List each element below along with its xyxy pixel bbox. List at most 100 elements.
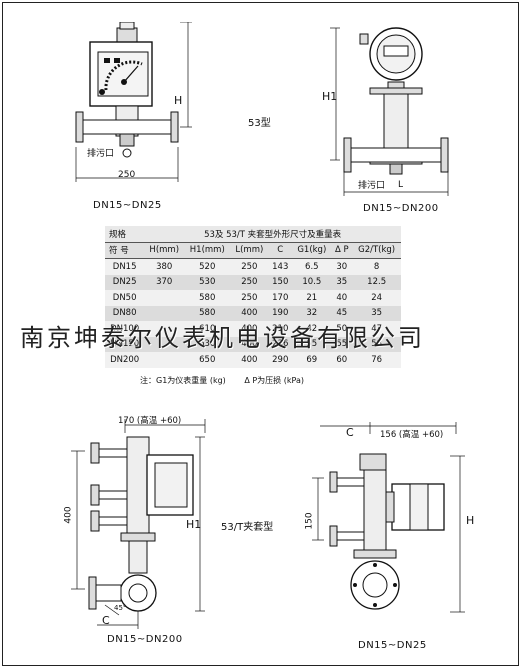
top-left-drawing (75, 22, 192, 182)
table-cell: 190 (268, 305, 293, 321)
caption-bottom-left: DN15~DN200 (107, 634, 183, 645)
table-cell: 69 (292, 352, 332, 368)
table-cell: 10.5 (292, 274, 332, 290)
table-cell: 6.5 (292, 258, 332, 275)
table-cell: 35 (352, 305, 401, 321)
note-weight: 注：G1为仪表重量 (kg) (140, 376, 226, 385)
model-label-53t: 53/T夹套型 (221, 522, 274, 533)
dim-c-right-label: C (346, 426, 354, 439)
table-cell: 8 (352, 258, 401, 275)
drain-label-right: 排污口 (358, 181, 386, 191)
bottom-right-drawing (312, 422, 465, 613)
table-header: 符 号 (105, 242, 145, 259)
table-cell: 520 (184, 258, 231, 275)
table-title-row: 规格 53及 53/T 夹套型外形尺寸及重量表 (105, 226, 401, 243)
dim-top-left-label: 170 (高温 +60) (118, 416, 182, 426)
table-cell: 150 (268, 274, 293, 290)
table-header: Δ P (331, 242, 353, 259)
dim-c-label: C (102, 614, 110, 627)
dim-l-label: L (398, 180, 404, 190)
dim-h1-bottom-label: H1 (186, 518, 202, 531)
table-cell: 380 (144, 258, 185, 275)
caption-top-left: DN15~DN25 (93, 200, 162, 211)
dim-45-label: 45° (114, 604, 127, 612)
dim-400-label: 400 (63, 506, 74, 524)
dim-h1-label: H1 (322, 90, 338, 103)
table-header: H1(mm) (184, 242, 231, 259)
table-header: G2/T(kg) (352, 242, 401, 259)
drain-label: 排污口 (87, 149, 115, 159)
table-row-spec: DN80 (105, 305, 145, 321)
table-cell: 76 (352, 352, 401, 368)
table-cell: 580 (184, 305, 231, 321)
spec-table: 规格 53及 53/T 夹套型外形尺寸及重量表 符 号 H(mm) H1(mm)… (105, 226, 401, 368)
caption-top-right: DN15~DN200 (363, 203, 439, 214)
table-cell: 21 (292, 290, 332, 306)
dim-width-label: 250 (118, 170, 136, 180)
table-cell (144, 352, 185, 368)
company-watermark: 南京坤泰尔仪表机电设备有限公司 (20, 324, 425, 352)
table-cell: 55 (331, 336, 353, 352)
table-header: G1(kg) (292, 242, 332, 259)
table-cell: 250 (230, 290, 269, 306)
table-cell (144, 321, 185, 337)
table-cell: 45 (331, 305, 353, 321)
note-pressure: Δ P为压损 (kPa) (244, 376, 304, 385)
table-cell: 60 (331, 352, 353, 368)
table-cell: 24 (352, 290, 401, 306)
table-cell: 47 (352, 321, 401, 337)
table-cell (144, 305, 185, 321)
dim-top-right-label: 156 (高温 +60) (380, 430, 444, 440)
table-cell: 630 (184, 336, 231, 352)
table-cell: 50 (331, 321, 353, 337)
table-header: L(mm) (230, 242, 269, 259)
table-cell: 143 (268, 258, 293, 275)
table-cell: 530 (184, 274, 231, 290)
table-row-spec: DN200 (105, 352, 145, 368)
table-cell: 55 (292, 336, 332, 352)
table-cell: 30 (331, 258, 353, 275)
table-title: 53及 53/T 夹套型外形尺寸及重量表 (144, 226, 401, 243)
dim-150-label: 150 (304, 512, 315, 530)
table-cell: 32 (292, 305, 332, 321)
table-cell: 35 (331, 274, 353, 290)
table-cell: 170 (268, 290, 293, 306)
table-row-spec: DN100 (105, 321, 145, 337)
table-cell: 400 (230, 305, 269, 321)
table-cell: 12.5 (352, 274, 401, 290)
table-cell: 610 (184, 321, 231, 337)
top-right-drawing (330, 27, 449, 196)
table-cell: 236 (268, 336, 293, 352)
table-cell: 650 (184, 352, 231, 368)
table-cell: 42 (292, 321, 332, 337)
table-row-spec: DN50 (105, 290, 145, 306)
dim-h-label: H (174, 94, 183, 107)
table-cell (144, 336, 185, 352)
table-cell: 400 (230, 321, 269, 337)
table-cell: 210 (268, 321, 293, 337)
table-cell: 580 (184, 290, 231, 306)
table-cell: 250 (230, 258, 269, 275)
table-cell: 250 (230, 274, 269, 290)
table-header: C (268, 242, 293, 259)
table-cell: 290 (268, 352, 293, 368)
dim-h-right-label: H (466, 514, 475, 527)
table-col-spec: 规格 (105, 226, 145, 243)
model-label-53: 53型 (248, 118, 271, 129)
table-cell: 40 (331, 290, 353, 306)
table-header: H(mm) (144, 242, 185, 259)
bottom-left-drawing (71, 419, 206, 629)
table-cell (144, 290, 185, 306)
table-cell: 400 (230, 352, 269, 368)
table-header-row: 符 号 H(mm) H1(mm) L(mm) C G1(kg) Δ P G2/T… (105, 242, 401, 259)
table-row-spec: DN15 (105, 258, 145, 275)
caption-bottom-right: DN15~DN25 (358, 640, 427, 651)
table-cell: 370 (144, 274, 185, 290)
